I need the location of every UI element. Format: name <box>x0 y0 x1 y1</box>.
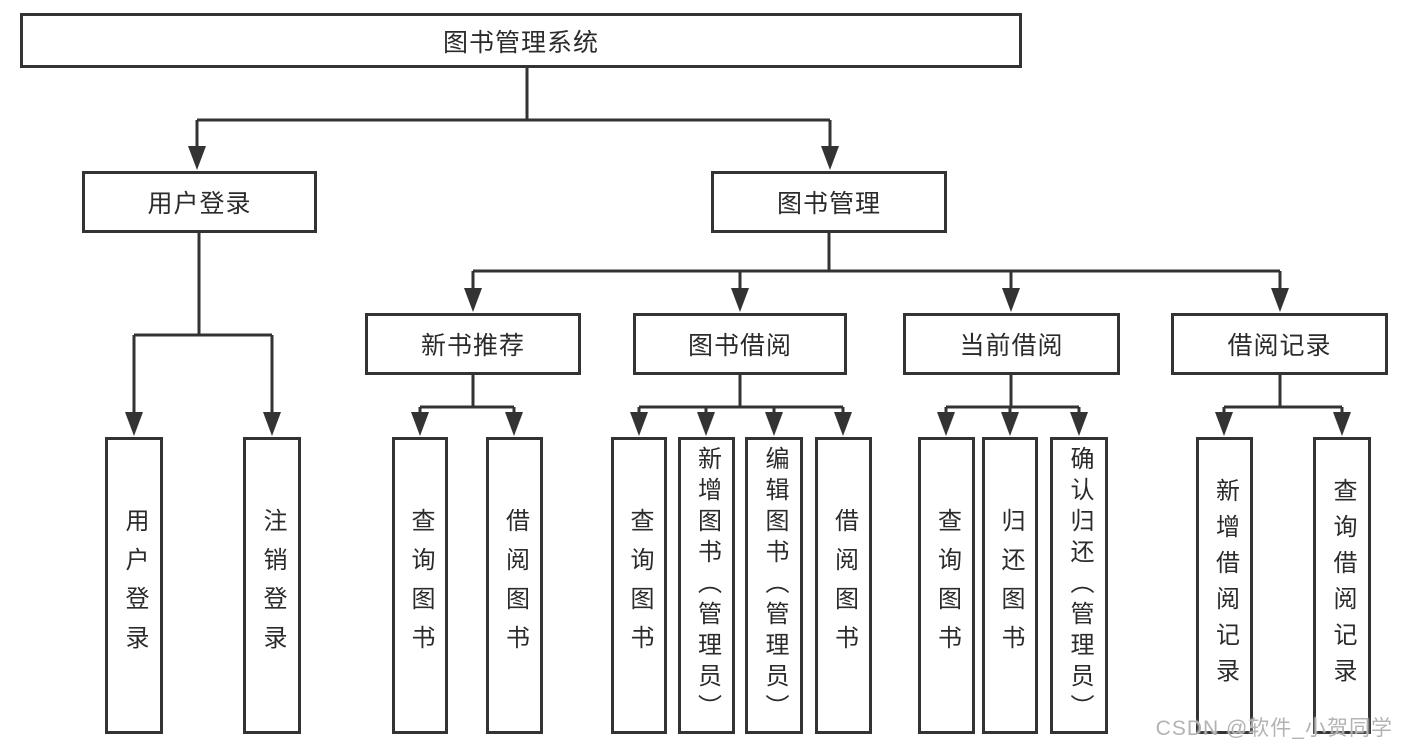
watermark: CSDN @软件_小贺同学 <box>1155 717 1393 740</box>
arrowhead <box>697 412 715 436</box>
arrowhead <box>125 412 143 436</box>
node-root-label: 图书管理系统 <box>442 28 599 57</box>
node-label: 借阅记录 <box>1227 332 1332 360</box>
arrowhead <box>821 146 839 170</box>
arrowhead <box>1001 412 1019 436</box>
leaf-label: 查询图书 <box>407 507 434 664</box>
leaf-edit-book-admin: 编辑图书（管理员） <box>745 437 803 734</box>
arrowhead <box>731 288 749 312</box>
arrowhead <box>1333 412 1351 436</box>
arrowhead <box>630 412 648 436</box>
edge-book-borrow-to-leaves <box>637 375 845 415</box>
leaf-label: 注销登录 <box>259 507 286 664</box>
arrowhead <box>1002 288 1020 312</box>
leaf-label: 查询借阅记录 <box>1329 477 1356 694</box>
arrowhead <box>505 412 523 436</box>
leaf-confirm-return-admin: 确认归还（管理员） <box>1050 437 1108 734</box>
edge-root-to-level2 <box>195 68 832 149</box>
arrowhead <box>765 412 783 436</box>
arrowhead <box>937 412 955 436</box>
node-current-borrow: 当前借阅 <box>903 313 1120 375</box>
arrowhead <box>188 146 206 170</box>
arrowheads <box>125 146 1351 436</box>
leaf-borrow-books: 借阅图书 <box>486 437 543 734</box>
leaf-add-book-admin: 新增图书（管理员） <box>678 437 735 734</box>
arrowhead <box>464 288 482 312</box>
arrowhead <box>263 412 281 436</box>
node-label: 图书借阅 <box>687 332 792 360</box>
leaf-label: 查询图书 <box>933 507 961 664</box>
leaf-add-borrow-record: 新增借阅记录 <box>1196 437 1253 734</box>
leaf-query-books: 查询图书 <box>918 437 975 734</box>
edge-new-book-to-leaves <box>418 375 516 415</box>
arrowhead <box>1215 412 1233 436</box>
edge-borrow-record-to-leaves <box>1222 375 1344 415</box>
leaf-borrow-books: 借阅图书 <box>815 437 872 734</box>
leaf-label: 查询图书 <box>626 507 653 664</box>
node-root: 图书管理系统 <box>20 13 1022 68</box>
edge-current-borrow-to-leaves <box>944 375 1081 415</box>
arrowhead <box>834 412 852 436</box>
node-label: 新书推荐 <box>420 332 525 360</box>
leaf-label: 借阅图书 <box>830 507 858 664</box>
leaf-label: 用户登录 <box>121 507 148 664</box>
leaf-label: 编辑图书（管理员） <box>761 446 788 725</box>
edge-user-login-to-leaves <box>132 233 274 414</box>
node-book-management: 图书管理 <box>711 171 947 233</box>
node-borrow-record: 借阅记录 <box>1171 313 1388 375</box>
leaf-label: 归还图书 <box>997 507 1024 664</box>
node-book-borrow: 图书借阅 <box>633 313 847 375</box>
node-user-login: 用户登录 <box>82 171 317 233</box>
leaf-label: 新增借阅记录 <box>1211 477 1239 694</box>
leaf-logout: 注销登录 <box>243 437 301 734</box>
leaf-return-books: 归还图书 <box>982 437 1038 734</box>
node-label: 图书管理 <box>776 190 881 218</box>
leaf-query-books: 查询图书 <box>392 437 448 734</box>
leaf-label: 确认归还（管理员） <box>1066 446 1093 725</box>
node-label: 用户登录 <box>147 190 252 218</box>
leaf-query-borrow-record: 查询借阅记录 <box>1313 437 1371 734</box>
arrowhead <box>1271 288 1289 312</box>
leaf-label: 新增图书（管理员） <box>693 446 721 725</box>
leaf-user-login: 用户登录 <box>105 437 163 734</box>
leaf-query-books: 查询图书 <box>611 437 667 734</box>
leaf-label: 借阅图书 <box>501 507 529 664</box>
arrowhead <box>411 412 429 436</box>
node-new-book-recommend: 新书推荐 <box>365 313 581 375</box>
arrowhead <box>1070 412 1088 436</box>
edge-book-management-to-level3 <box>471 233 1282 290</box>
edge-lines <box>132 68 1344 415</box>
node-label: 当前借阅 <box>959 332 1064 360</box>
